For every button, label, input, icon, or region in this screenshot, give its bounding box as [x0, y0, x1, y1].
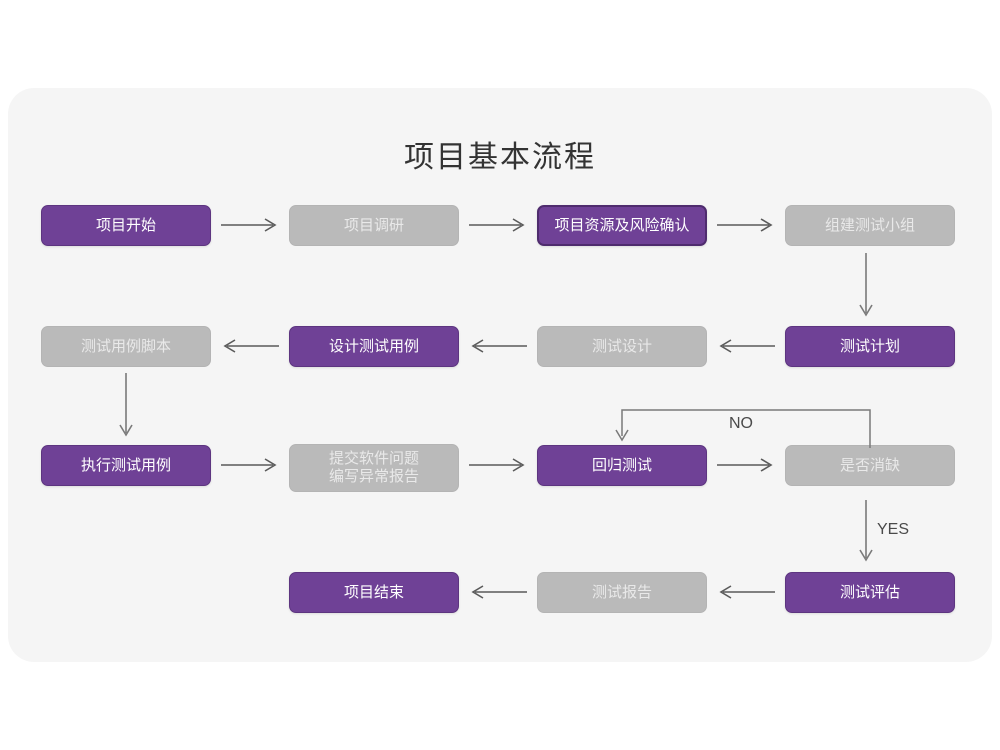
node-test-evaluation[interactable]: 测试评估 [785, 572, 955, 613]
node-execute-test-case[interactable]: 执行测试用例 [41, 445, 211, 486]
page-title: 项目基本流程 [404, 141, 596, 174]
node-project-start[interactable]: 项目开始 [41, 205, 211, 246]
node-regression-test[interactable]: 回归测试 [537, 445, 707, 486]
arrow-no-loop [612, 406, 882, 450]
node-submit-issue-report[interactable]: 提交软件问题 编写异常报告 [289, 444, 459, 492]
node-test-design[interactable]: 测试设计 [537, 326, 707, 367]
edge-label-no: NO [729, 415, 753, 432]
arrow-n5-n9 [116, 371, 136, 441]
arrow-n4-n8 [856, 251, 876, 321]
node-is-defect-cleared[interactable]: 是否消缺 [785, 445, 955, 486]
node-resource-risk-confirm[interactable]: 项目资源及风险确认 [537, 205, 707, 246]
flowchart-panel [8, 88, 992, 662]
arrow-yes-n12-n15 [856, 498, 876, 568]
node-project-end[interactable]: 项目结束 [289, 572, 459, 613]
node-project-research[interactable]: 项目调研 [289, 205, 459, 246]
node-test-plan[interactable]: 测试计划 [785, 326, 955, 367]
node-form-test-team[interactable]: 组建测试小组 [785, 205, 955, 246]
node-test-case-script[interactable]: 测试用例脚本 [41, 326, 211, 367]
node-design-test-case[interactable]: 设计测试用例 [289, 326, 459, 367]
edge-label-yes: YES [877, 521, 910, 538]
node-test-report[interactable]: 测试报告 [537, 572, 707, 613]
